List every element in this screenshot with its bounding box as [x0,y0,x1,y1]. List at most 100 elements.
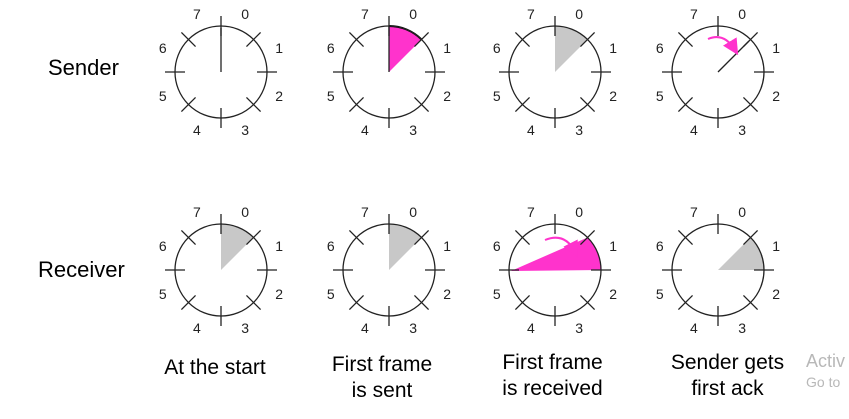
dial-tick [180,229,197,246]
seq-label-0: 0 [575,204,583,220]
seq-label-1: 1 [772,40,780,56]
dial-tick [348,294,365,311]
seq-label-0: 0 [575,6,583,22]
seq-label-3: 3 [575,122,583,138]
seq-label-4: 4 [361,320,369,336]
seq-label-7: 7 [690,204,698,220]
window-sector [221,224,254,270]
seq-label-4: 4 [193,122,201,138]
dial-tick [514,229,531,246]
seq-label-1: 1 [609,238,617,254]
seq-label-6: 6 [656,40,664,56]
dial-tick [514,96,531,113]
seq-label-5: 5 [656,286,664,302]
dial-tick [514,294,531,311]
seq-label-1: 1 [772,238,780,254]
seq-label-5: 5 [493,88,501,104]
seq-label-7: 7 [193,204,201,220]
seq-label-2: 2 [275,88,283,104]
seq-label-2: 2 [609,286,617,302]
seq-label-6: 6 [493,40,501,56]
caption-line1: Sender gets [670,351,785,374]
dial-tick [413,96,430,113]
dial-tick [677,96,694,113]
advance-arrow-icon [707,36,739,56]
dial-tick [742,294,759,311]
window-sector [389,224,422,270]
caption-first-frame-received: First frame is received [480,350,625,402]
seq-label-0: 0 [738,204,746,220]
dial-tick [413,31,430,48]
seq-label-3: 3 [738,122,746,138]
seq-label-6: 6 [327,238,335,254]
seq-label-6: 6 [327,40,335,56]
seq-label-5: 5 [656,88,664,104]
dial-tick [413,229,430,246]
seq-label-3: 3 [409,122,417,138]
seq-label-4: 4 [193,320,201,336]
seq-label-5: 5 [327,88,335,104]
dial-tick [579,229,596,246]
caption-line2: is received [502,377,603,400]
window-sector [389,26,422,72]
dial-tick [742,229,759,246]
seq-label-7: 7 [527,204,535,220]
seq-label-3: 3 [241,122,249,138]
receiver-label: Receiver [38,257,125,282]
seq-label-2: 2 [609,88,617,104]
seq-label-2: 2 [443,88,451,104]
dial-tick [677,294,694,311]
dial-tick [180,96,197,113]
seq-label-5: 5 [493,286,501,302]
caption-line1: At the start [164,356,266,379]
dial-tick [677,31,694,48]
dial-tick [348,96,365,113]
seq-label-4: 4 [527,122,535,138]
seq-label-3: 3 [241,320,249,336]
dial-tick [579,294,596,311]
seq-label-2: 2 [275,286,283,302]
dial-tick [245,229,262,246]
window-sector [718,237,764,270]
window-sector [555,26,588,72]
activation-watermark: Activ Go to [806,351,849,390]
seq-label-1: 1 [443,238,451,254]
seq-label-0: 0 [241,204,249,220]
seq-label-4: 4 [690,122,698,138]
dial-2: 0 1 2 3 4 5 6 7 [493,6,617,138]
dial-tick [579,31,596,48]
seq-label-0: 0 [241,6,249,22]
dial-tick [514,31,531,48]
dial-tick [348,229,365,246]
seq-label-7: 7 [193,6,201,22]
seq-label-1: 1 [609,40,617,56]
seq-label-4: 4 [361,122,369,138]
seq-label-1: 1 [443,40,451,56]
dial-tick [245,31,262,48]
seq-label-7: 7 [361,204,369,220]
seq-label-0: 0 [409,6,417,22]
dial-tick [742,96,759,113]
caption-line2: is sent [351,379,413,402]
dial-tick [180,31,197,48]
caption-at-the-start: At the start [145,355,285,381]
caption-first-frame-sent: First frame is sent [312,352,452,404]
seq-label-7: 7 [527,6,535,22]
caption-sender-gets-ack: Sender gets first ack [655,350,800,402]
sender-label: Sender [48,55,119,80]
seq-label-0: 0 [738,6,746,22]
seq-label-6: 6 [493,238,501,254]
seq-label-7: 7 [361,6,369,22]
seq-label-2: 2 [772,88,780,104]
seq-label-6: 6 [159,40,167,56]
seq-label-2: 2 [443,286,451,302]
caption-line1: First frame [502,351,603,374]
seq-label-0: 0 [409,204,417,220]
dial-tick [180,294,197,311]
